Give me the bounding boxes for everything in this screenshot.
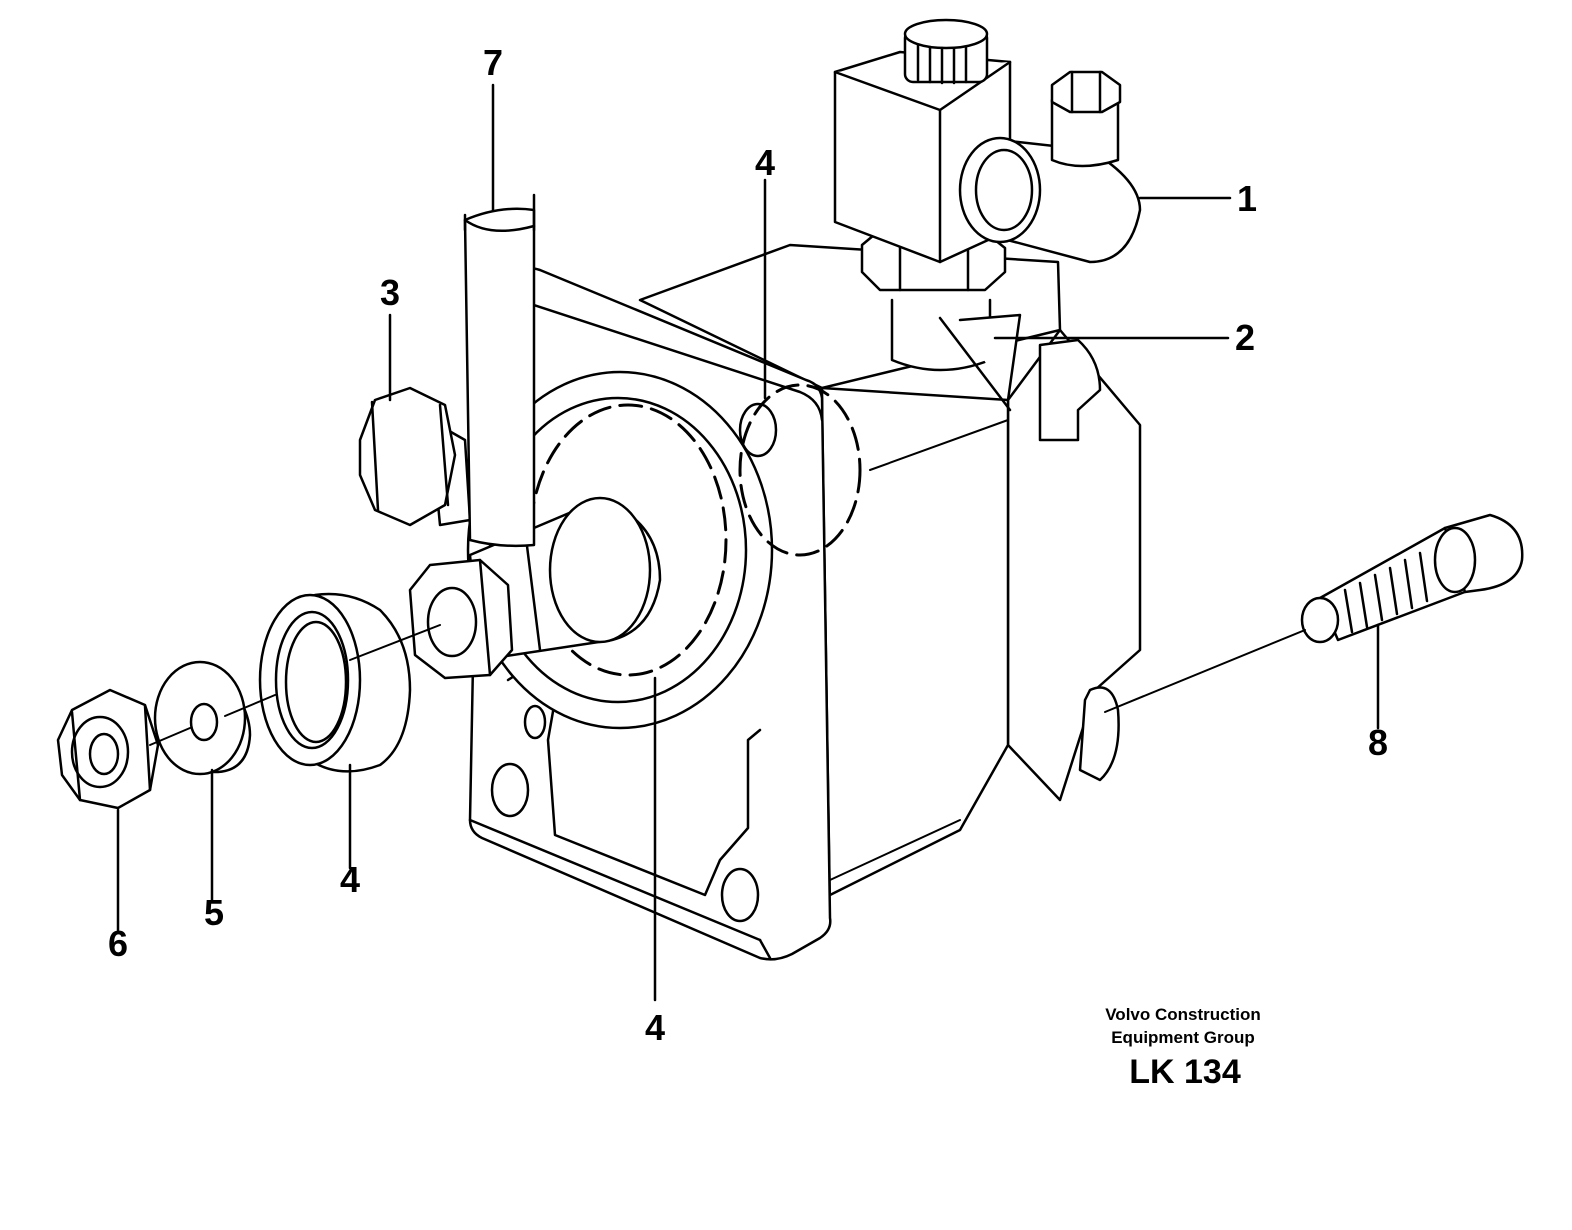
callout-8: 8 [1368,722,1388,763]
hose-fitting [358,386,472,527]
leader-lines [116,83,1380,1002]
shaft-seal [258,592,412,773]
company-name-line1: Volvo Construction [1105,1005,1261,1024]
callout-4-upper: 4 [755,142,775,183]
shaft-key [463,193,536,548]
drawing-code: LK 134 [1129,1053,1241,1091]
callout-6: 6 [108,923,128,964]
assembly-axis-lines [149,624,1306,746]
cap-screw [1300,513,1524,644]
callout-3: 3 [380,272,400,313]
shaft-nut [408,558,514,680]
callout-1: 1 [1237,178,1257,219]
callout-4-lower: 4 [645,1007,665,1048]
company-name-line2: Equipment Group [1111,1028,1255,1047]
washer [153,660,252,776]
callout-4-seal: 4 [340,859,360,900]
callout-7: 7 [483,42,503,83]
hex-nut [56,688,160,810]
solenoid-valve [833,18,1142,292]
callout-5: 5 [204,892,224,933]
callout-2: 2 [1235,317,1255,358]
valve-stem [890,298,1022,412]
